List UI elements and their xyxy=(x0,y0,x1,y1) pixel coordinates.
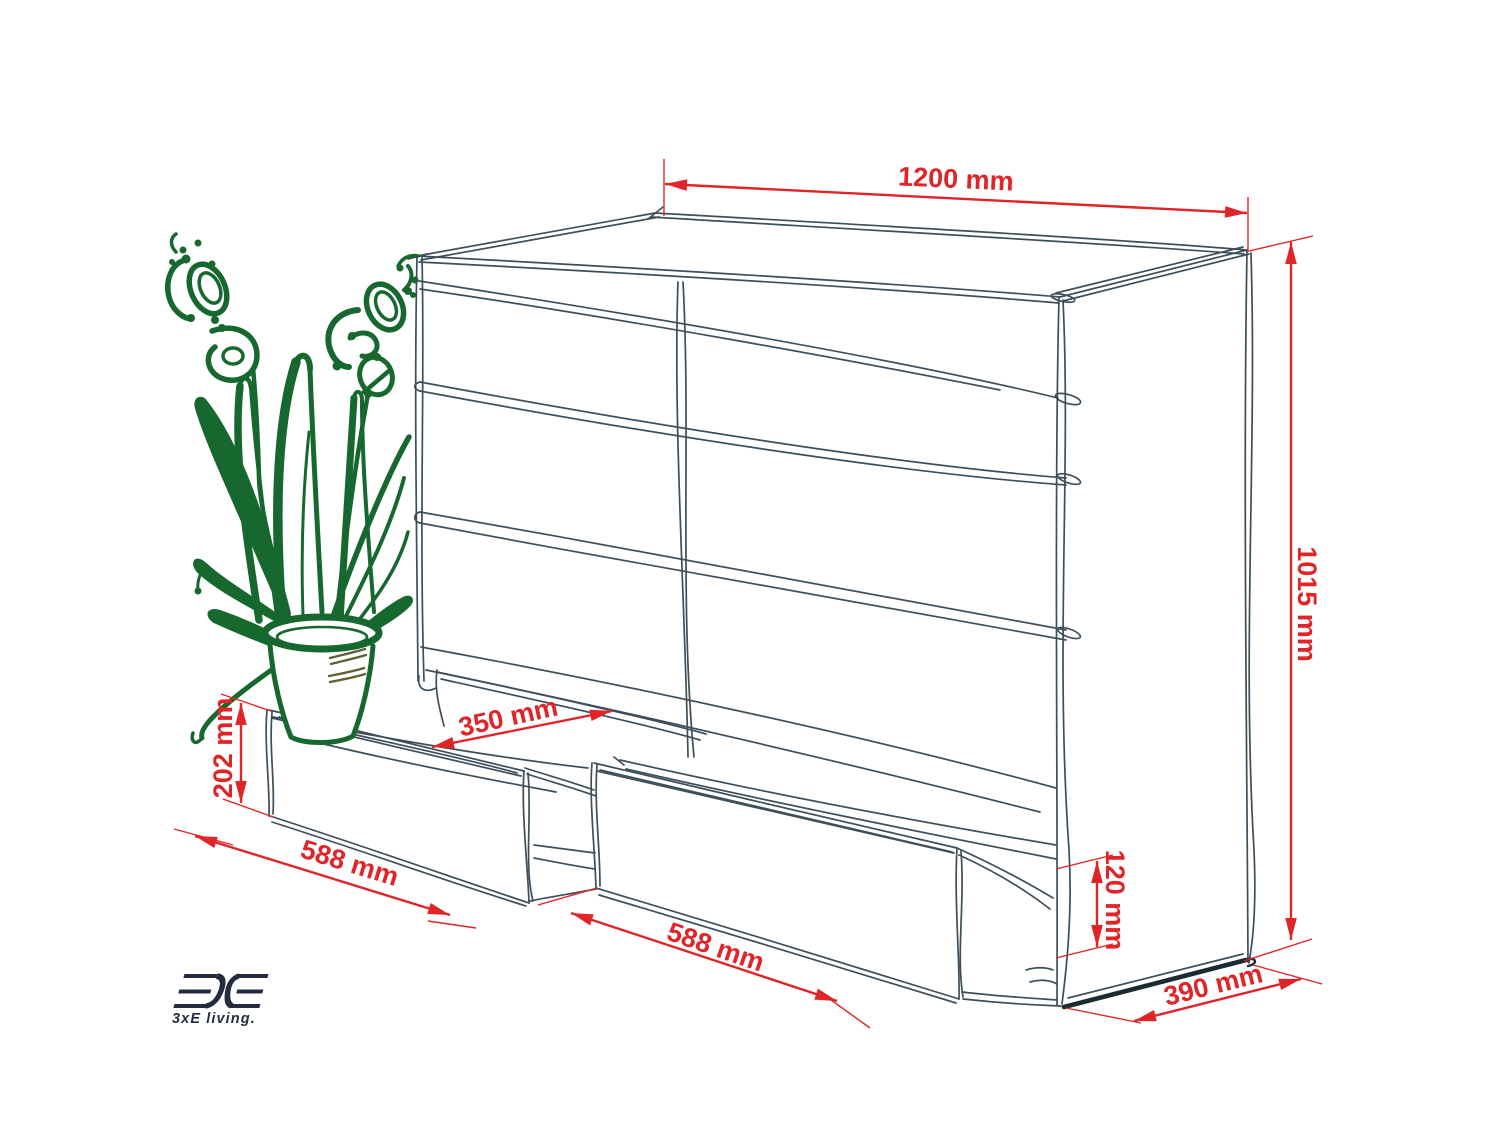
svg-text:1200 mm: 1200 mm xyxy=(898,161,1015,196)
svg-text:120 mm: 120 mm xyxy=(1100,850,1130,951)
svg-text:1015 mm: 1015 mm xyxy=(1292,546,1322,662)
svg-text:202 mm: 202 mm xyxy=(208,698,238,799)
svg-text:3xE living.: 3xE living. xyxy=(172,1011,256,1027)
svg-text:588 mm: 588 mm xyxy=(663,916,768,977)
svg-text:350 mm: 350 mm xyxy=(456,692,561,743)
